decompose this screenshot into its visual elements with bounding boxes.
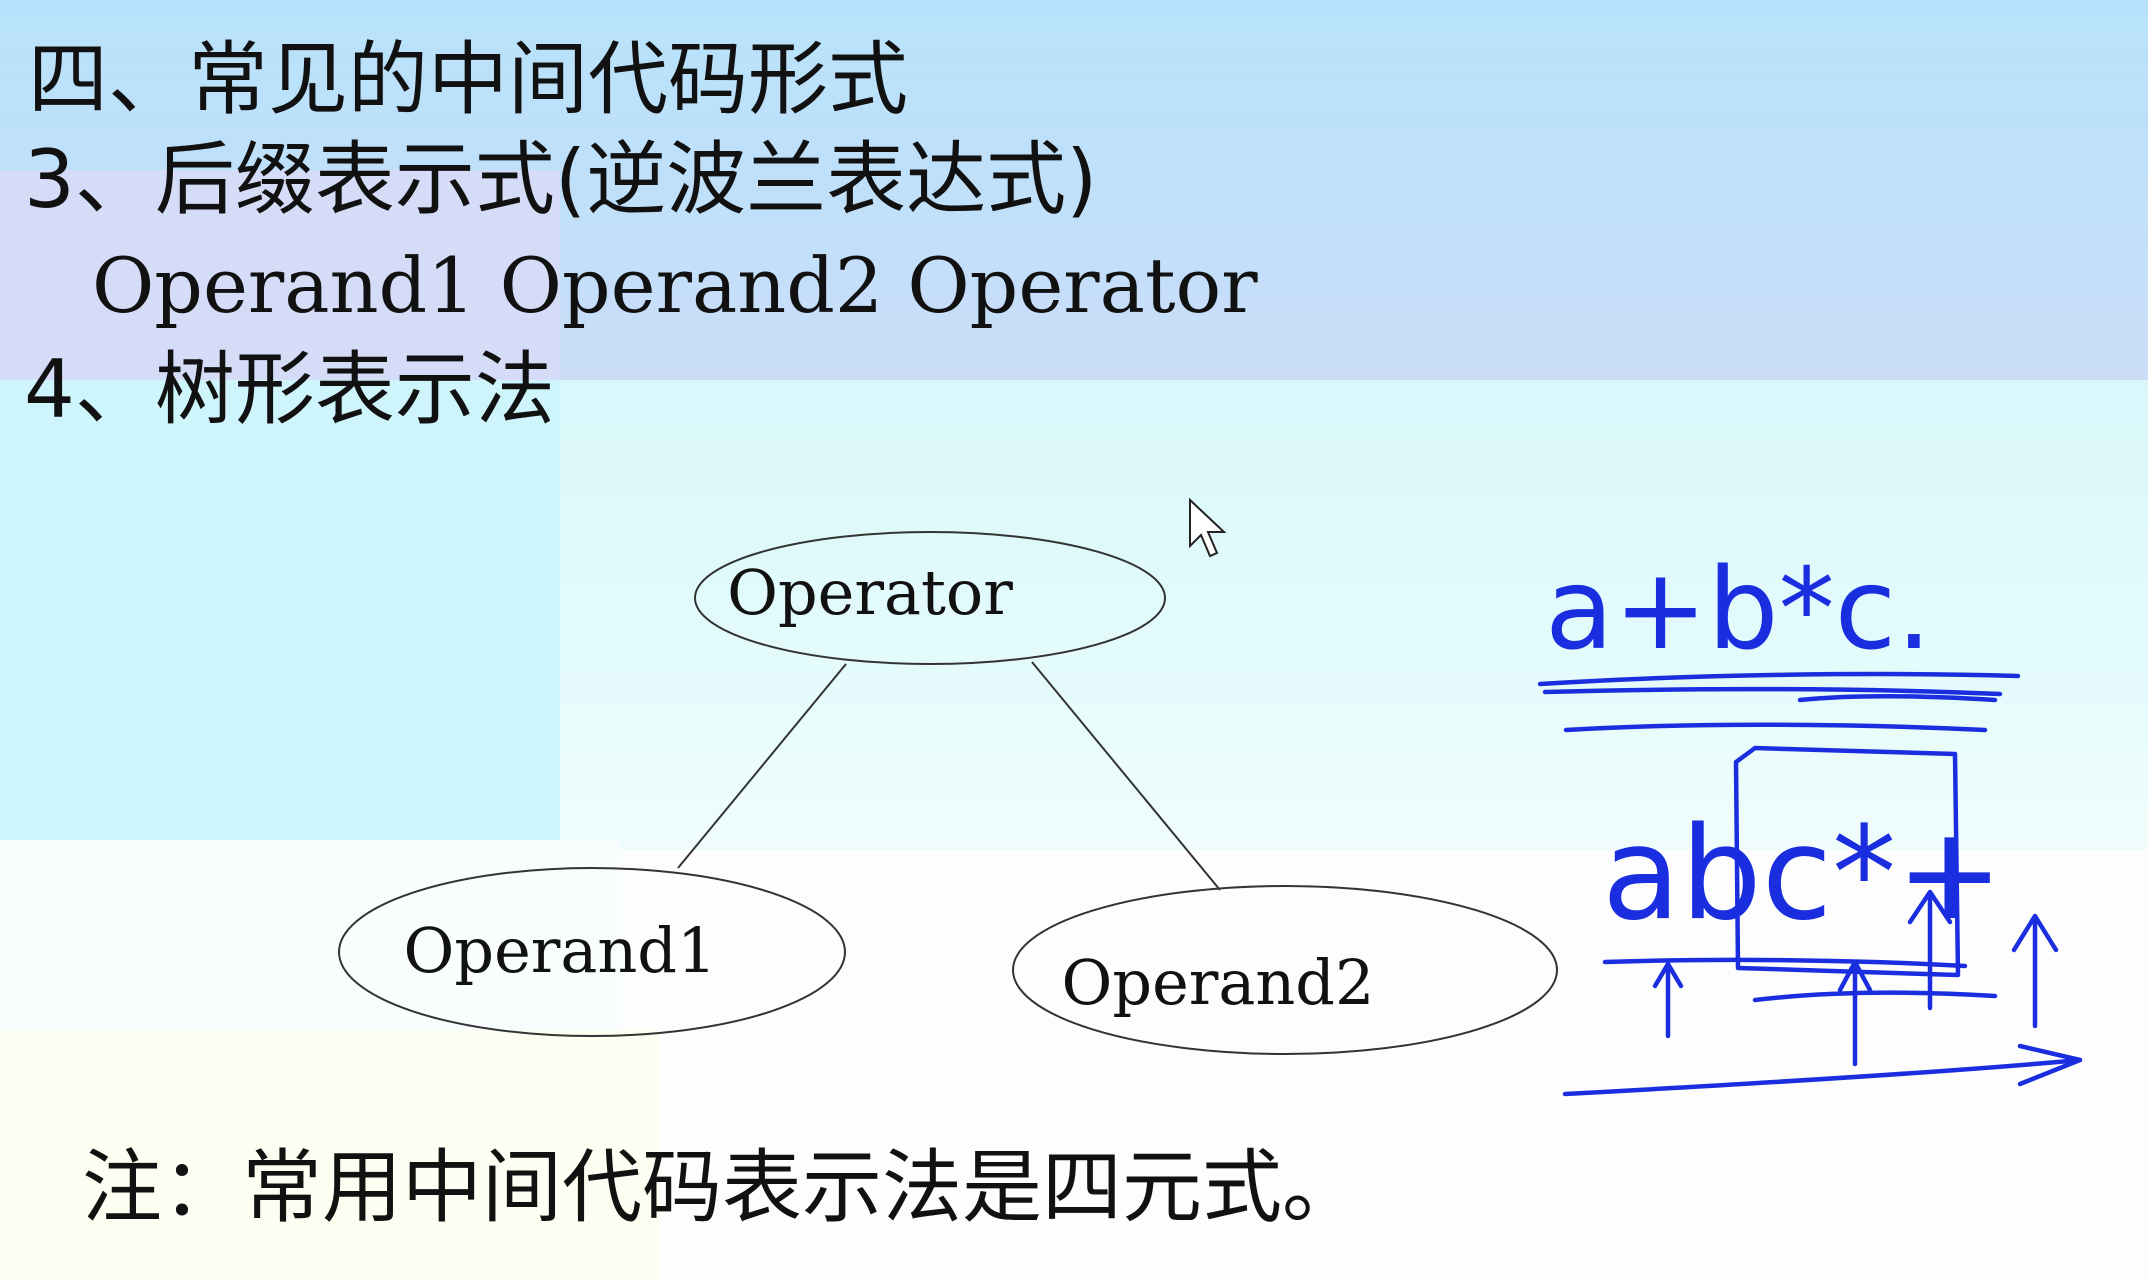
tree-edge-right xyxy=(1031,661,1221,891)
slide-heading: 四、常见的中间代码形式 xyxy=(28,33,908,126)
tree-edge-left xyxy=(677,663,847,869)
arrow-up-c xyxy=(1837,959,1873,1067)
tree-node-root xyxy=(694,531,1166,665)
infix-underline-2 xyxy=(1542,686,2003,697)
background-cyan-left xyxy=(0,380,560,840)
tree-left-label: Operand1 xyxy=(404,914,717,987)
postfix-underline-2 xyxy=(1752,990,1998,1003)
slide-note: 注：常用中间代码表示法是四元式。 xyxy=(82,1141,1362,1234)
arrow-up-plus xyxy=(2011,913,2059,1029)
tree-right-label: Operand2 xyxy=(1062,946,1375,1019)
arrow-up-a xyxy=(1652,961,1684,1039)
postfix-form: Operand1 Operand2 Operator xyxy=(92,241,1258,330)
scan-arrow xyxy=(1562,1057,2083,1097)
scan-arrow-head xyxy=(2017,1043,2083,1087)
handwritten-annotation: a+b*c. abc*+ xyxy=(1537,545,2083,1097)
handwritten-postfix-expression: abc*+ xyxy=(1602,800,2003,949)
background-left-band xyxy=(0,170,560,380)
infix-underline-3 xyxy=(1563,722,1988,733)
infix-underline-4 xyxy=(1797,693,1998,703)
handwritten-infix-expression: a+b*c. xyxy=(1545,545,1932,675)
background-yellow xyxy=(0,1030,660,1280)
tree-root-label: Operator xyxy=(727,556,1013,629)
infix-underline-1 xyxy=(1537,671,2021,687)
tree-node-left xyxy=(338,867,846,1037)
arrow-up-times xyxy=(1907,889,1953,1011)
item-4-tree: 4、树形表示法 xyxy=(24,343,555,436)
item-3-postfix: 3、后缀表示式(逆波兰表达式) xyxy=(24,133,1098,226)
mouse-cursor-icon xyxy=(1189,497,1227,558)
postfix-underline-1 xyxy=(1602,957,1968,969)
tree-node-right xyxy=(1012,885,1558,1055)
